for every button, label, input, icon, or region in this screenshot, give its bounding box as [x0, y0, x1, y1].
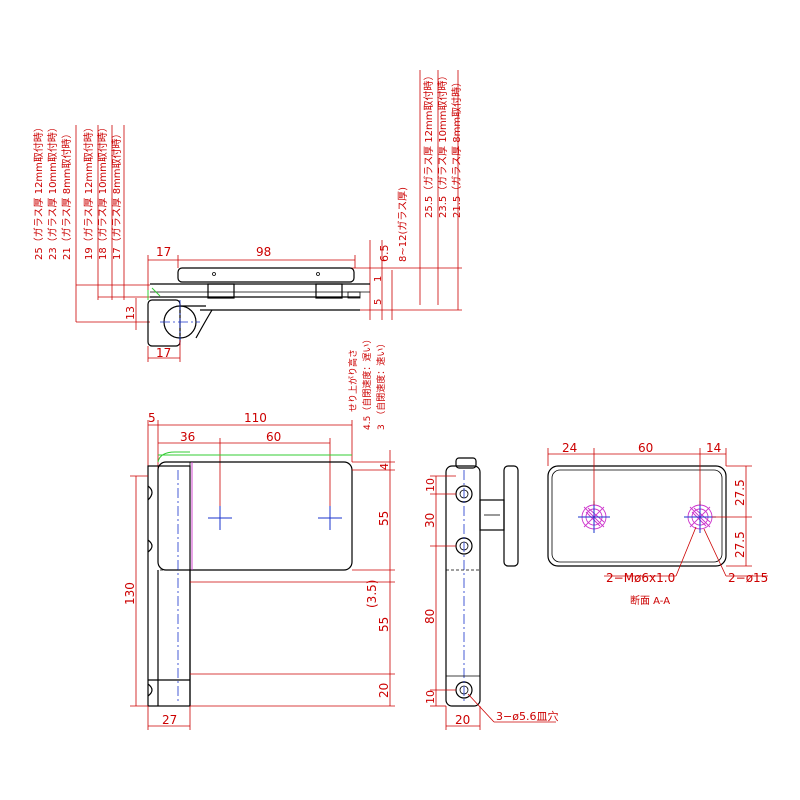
rise-note-3: 3 （自閉速度：速い） [375, 339, 387, 430]
note-right-1: 25.5（ガラス厚 12mm取付時） [422, 71, 435, 218]
dim-60-front: 60 [266, 430, 281, 444]
dim-10-side-bottom: 10 [424, 690, 437, 704]
hole-callout: 3−ø5.6皿穴 [496, 709, 558, 723]
dim-20-side: 20 [455, 713, 470, 727]
section-view: 24 60 14 27.5 27.5 2−Mø6x1.0 2−ø15 断面 A-… [547, 441, 768, 607]
dim-27-5-b: 27.5 [733, 531, 747, 558]
bore-callout: 2−ø15 [728, 571, 768, 585]
dim-55-a: 55 [377, 511, 391, 526]
note-left-6: 17（ガラス厚 8mm取付時） [110, 128, 123, 260]
rise-note-1: せり上がり高さ [347, 349, 359, 412]
dim-27-5-a: 27.5 [733, 479, 747, 506]
dim-98: 98 [256, 245, 271, 259]
dim-4: 4 [378, 463, 391, 470]
dim-13: 13 [124, 306, 137, 320]
note-right-3: 21.5（ガラス厚 8mm取付時） [450, 77, 463, 218]
dim-130: 130 [123, 582, 137, 605]
front-view: せり上がり高さ 4.5（自閉速度：遅い） 3 （自閉速度：速い） 5 110 3… [123, 335, 395, 730]
dim-14: 14 [706, 441, 721, 455]
dim-17-top: 17 [156, 245, 171, 259]
top-view: 25（ガラス厚 12mm取付時） 23（ガラス厚 10mm取付時） 21（ガラス… [32, 70, 463, 362]
note-left-1: 25（ガラス厚 12mm取付時） [32, 122, 45, 260]
dim-27: 27 [162, 713, 177, 727]
section-label: 断面 A-A [630, 594, 670, 607]
dim-10-side-top: 10 [424, 478, 437, 492]
dim-3-5: (3.5) [365, 580, 379, 608]
dim-5: 5 [373, 299, 384, 305]
rise-note-2: 4.5（自閉速度：遅い） [361, 335, 373, 430]
dim-60-section: 60 [638, 441, 653, 455]
note-glass-range: 8~12(ガラス厚) [397, 187, 409, 262]
dim-17-bottom: 17 [156, 346, 171, 360]
dim-80: 80 [423, 609, 437, 624]
dim-20-front: 20 [377, 683, 391, 698]
note-right-2: 23.5（ガラス厚 10mm取付時） [436, 71, 449, 218]
dim-24: 24 [562, 441, 577, 455]
side-view: 10 30 80 10 20 3−ø5.6皿穴 [423, 457, 558, 730]
note-left-4: 19（ガラス厚 12mm取付時） [82, 122, 95, 260]
dim-6-5: 6.5 [378, 245, 391, 263]
dim-5-front: 5 [148, 411, 156, 425]
dim-55-b: 55 [377, 617, 391, 632]
thread-callout: 2−Mø6x1.0 [606, 571, 675, 585]
note-left-2: 23（ガラス厚 10mm取付時） [46, 122, 59, 260]
dim-30: 30 [423, 513, 437, 528]
dim-36: 36 [180, 430, 195, 444]
note-left-3: 21（ガラス厚 8mm取付時） [60, 128, 73, 260]
note-left-5: 18（ガラス厚 10mm取付時） [96, 122, 109, 260]
dim-1: 1 [373, 276, 384, 282]
dim-110: 110 [244, 411, 267, 425]
